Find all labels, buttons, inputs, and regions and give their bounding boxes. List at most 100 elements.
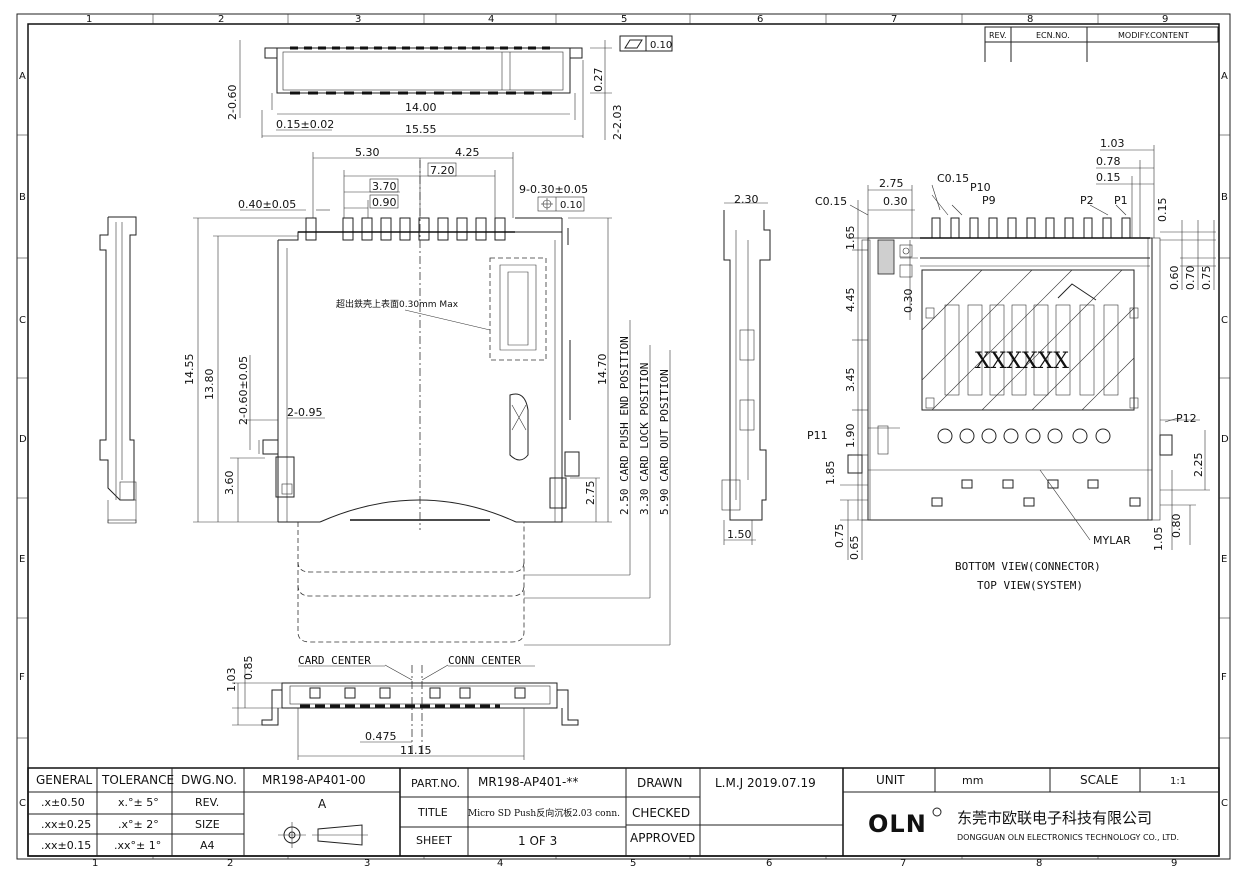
dim-0-78: 0.78 <box>1096 155 1121 168</box>
dim-2-095: 2-0.95 <box>287 406 322 419</box>
dim-0-90: 0.90 <box>372 196 397 209</box>
revision-table: REV. ECN.NO. MODIFY.CONTENT <box>984 26 1219 62</box>
scale-label: SCALE <box>1080 773 1118 787</box>
dim-0-40: 0.40±0.05 <box>238 198 296 211</box>
pos-lock: 3.30 CARD LOCK POSITION <box>638 363 651 515</box>
pos-tol: 0.10 <box>560 200 582 211</box>
sheet-value: 1 OF 3 <box>518 834 557 848</box>
dim-2-75: 2.75 <box>584 481 597 506</box>
part-no-label: PART.NO. <box>411 777 460 790</box>
dim-3-45: 3.45 <box>844 368 857 393</box>
col-label: 5 <box>630 858 636 869</box>
row-label: E <box>19 554 25 565</box>
pin-p9: P9 <box>982 194 996 207</box>
row-label: F <box>1221 672 1227 683</box>
flatness-value: 0.10 <box>650 40 672 51</box>
dim-0-60: 0.60 <box>1168 266 1181 291</box>
chamfer-c015a: C0.15 <box>815 195 847 208</box>
dim-4-45: 4.45 <box>844 288 857 313</box>
dim-0-15v: 0.15 <box>1156 198 1169 223</box>
dim-0-475: 0.475 <box>365 730 397 743</box>
pin-p12: P12 <box>1176 412 1197 425</box>
rev-label: REV. <box>195 796 219 809</box>
ecn-header: ECN.NO. <box>1036 31 1070 40</box>
title-value: Micro SD Push反向沉板2.03 conn. <box>468 807 620 819</box>
dim-4-25: 4.25 <box>455 146 480 159</box>
dim-0-15: 0.15 <box>1096 171 1121 184</box>
dim-tol-015: 0.15±0.02 <box>276 118 334 131</box>
pin-p10: P10 <box>970 181 991 194</box>
col-label: 2 <box>227 858 233 869</box>
right-side-view: 2.30 1.50 <box>721 193 771 545</box>
zone-labels: 1 2 3 4 5 6 7 8 9 1 2 3 4 5 6 7 8 9 A B … <box>19 14 1229 869</box>
dim-2-75b: 2.75 <box>879 177 904 190</box>
caption-top-view: TOP VIEW(SYSTEM) <box>977 579 1083 592</box>
dim-3-60: 3.60 <box>223 471 236 496</box>
label-card-center: CARD CENTER <box>298 654 371 667</box>
chamfer-c015b: C0.15 <box>937 172 969 185</box>
row-label: C <box>19 315 26 326</box>
dim-11-15: 11.15 <box>400 744 432 757</box>
row-label: B <box>19 192 26 203</box>
col-label: 6 <box>757 14 763 25</box>
col-label: 8 <box>1027 14 1033 25</box>
dwg-no-label: DWG.NO. <box>181 773 237 787</box>
outer-border <box>16 13 1231 860</box>
col-label: 4 <box>497 858 503 869</box>
part-marking: XXXXXX <box>975 349 1069 374</box>
col-label: 1 <box>86 14 92 25</box>
company-name-cn: 东莞市欧联电子科技有限公司 <box>957 809 1152 827</box>
tolerance-label: TOLERANCE <box>101 773 174 787</box>
row-label: A <box>1221 71 1228 82</box>
dim-2-25: 2.25 <box>1192 453 1205 478</box>
row-label: F <box>19 672 25 683</box>
col-label: 2 <box>218 14 224 25</box>
pos-push-end: 2.50 CARD PUSH END POSITION <box>618 336 631 515</box>
approved-label: APPROVED <box>630 831 695 845</box>
dim-1-90: 1.90 <box>844 424 857 449</box>
size-value: A4 <box>200 839 215 852</box>
dim-2-060: 2-0.60 <box>226 85 239 120</box>
dim-0-30: 0.30 <box>883 195 908 208</box>
zone-grid <box>17 14 1230 859</box>
row-label: E <box>1221 554 1227 565</box>
dim-1-50: 1.50 <box>727 528 752 541</box>
dim-hole: 2-0.60±0.05 <box>237 356 250 425</box>
label-conn-center: CONN CENTER <box>448 654 521 667</box>
col-label: 1 <box>92 858 98 869</box>
col-label: 7 <box>891 14 897 25</box>
rev-value: A <box>318 797 327 811</box>
label-mylar: MYLAR <box>1093 534 1131 547</box>
size-label: SIZE <box>195 818 220 831</box>
row-label: A <box>19 71 26 82</box>
col-label: 7 <box>900 858 906 869</box>
dim-0-85: 0.85 <box>242 656 255 681</box>
modify-header: MODIFY.CONTENT <box>1118 31 1189 40</box>
dim-5-30: 5.30 <box>355 146 380 159</box>
row-label: D <box>19 434 27 445</box>
drawn-value: L.M.J 2019.07.19 <box>715 776 816 790</box>
top-view: 14.00 15.55 0.15±0.02 2-0.60 0.27 2-2.03… <box>226 35 673 140</box>
drawn-label: DRAWN <box>637 776 683 790</box>
pin-p11: P11 <box>807 429 828 442</box>
pin-p2: P2 <box>1080 194 1094 207</box>
tol-ang-3: .xx°± 1° <box>114 839 161 852</box>
dim-14-00: 14.00 <box>405 101 437 114</box>
row-label: C <box>1221 315 1228 326</box>
dim-0-65: 0.65 <box>848 536 861 561</box>
dim-0-70: 0.70 <box>1184 266 1197 291</box>
dim-1-85: 1.85 <box>824 461 837 486</box>
unit-label: UNIT <box>876 773 905 787</box>
col-label: 9 <box>1171 858 1177 869</box>
caption-bottom-view: BOTTOM VIEW(CONNECTOR) <box>955 560 1101 573</box>
bottom-view: XXXXXX <box>807 137 1216 592</box>
tol-lin-1: .x±0.50 <box>41 796 85 809</box>
tol-lin-3: .xx±0.15 <box>41 839 91 852</box>
col-label: 8 <box>1036 858 1042 869</box>
title-label: TITLE <box>417 806 448 819</box>
col-label: 4 <box>488 14 494 25</box>
dwg-no-value: MR198-AP401-00 <box>262 773 366 787</box>
dim-0-75: 0.75 <box>833 524 846 549</box>
title-block: GENERAL TOLERANCE .x±0.50 x.°± 5° .xx±0.… <box>27 767 1220 857</box>
dim-0-75r: 0.75 <box>1200 266 1213 291</box>
